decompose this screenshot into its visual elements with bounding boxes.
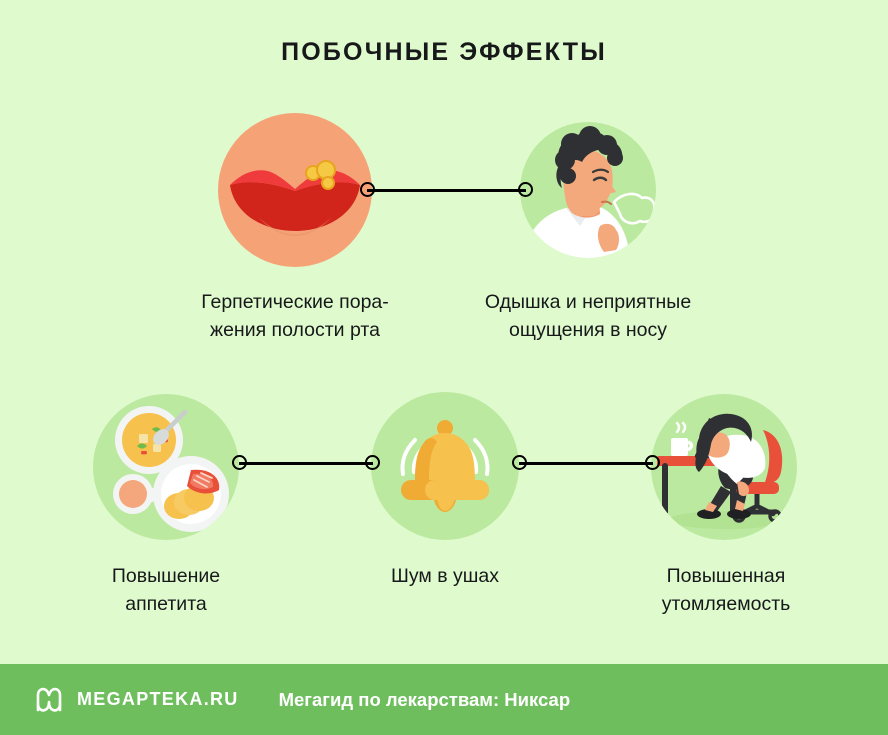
connector-endpoint-right [518, 182, 533, 197]
effect-label-herpes: Герпетические пора- жения полости рта [201, 291, 389, 341]
connector-endpoint-left [232, 455, 247, 470]
brand-name: MEGAPTEKA.RU [77, 689, 239, 709]
connector-line [367, 189, 526, 192]
meal-plates-icon [113, 406, 229, 532]
effect-label-tinnitus: Шум в ушах [391, 565, 499, 587]
effect-label-appetite: Повышение аппетита [111, 565, 221, 615]
icon-circle-tinnitus [371, 392, 519, 540]
page-title: ПОБОЧНЫЕ ЭФФЕКТЫ [281, 38, 607, 66]
icon-circle-fatigue [651, 394, 797, 540]
connector-line [519, 462, 653, 465]
tired-person-at-desk-icon [657, 413, 785, 529]
connector-endpoint-right [645, 455, 660, 470]
connector-appetite-to-tinnitus [232, 455, 380, 471]
icon-circle-appetite [93, 394, 239, 540]
megapteka-m-logo-icon [34, 686, 64, 714]
ringing-bell-icon [400, 420, 490, 512]
connector-line [239, 462, 373, 465]
lips-with-cold-sores-icon [230, 160, 360, 236]
connector-herpes-to-dyspnea [360, 182, 533, 198]
connector-endpoint-right [365, 455, 380, 470]
icon-circle-herpes [218, 113, 372, 267]
footer-tagline: Мегагид по лекарствам: Никсар [278, 688, 571, 710]
connector-tinnitus-to-fatigue [512, 455, 660, 471]
effect-label-dyspnea: Одышка и неприятные ощущения в носу [484, 291, 692, 341]
person-exhaling-icon [524, 126, 656, 258]
connector-endpoint-left [512, 455, 527, 470]
connector-endpoint-left [360, 182, 375, 197]
footer-bar: MEGAPTEKA.RU Мегагид по лекарствам: Никс… [0, 664, 888, 735]
icon-circle-dyspnea [520, 122, 656, 258]
effect-label-fatigue: Повышенная утомляемость [661, 565, 791, 615]
